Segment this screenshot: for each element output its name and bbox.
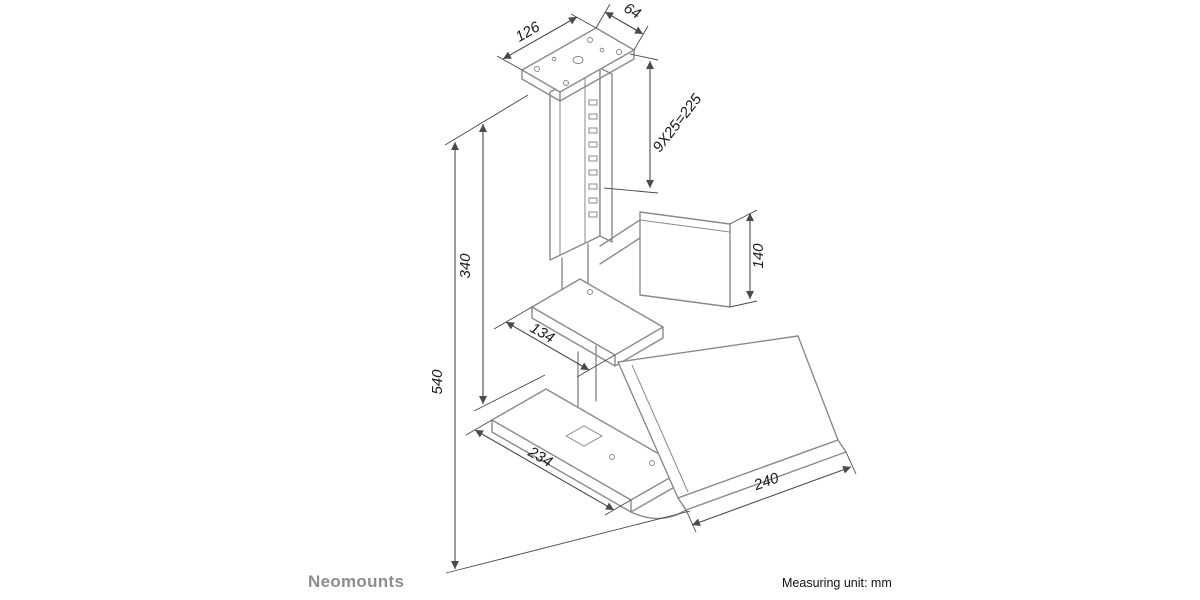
plate-hole — [563, 80, 569, 86]
column — [549, 67, 613, 303]
dim-label-plate-depth: 64 — [621, 0, 644, 23]
clamp-arm-line — [599, 237, 641, 265]
dimension-slot-pattern: 9X25=225 — [603, 53, 706, 194]
dim-label-clamp-panel-height: 140 — [750, 243, 767, 269]
dimension-column-height: 340 — [444, 94, 546, 412]
dimension-plate-depth: 64 — [595, 0, 649, 51]
plate-top-face — [521, 27, 635, 93]
column-side-face — [599, 67, 613, 243]
dim-label-clamp-depth: 134 — [527, 319, 557, 346]
column-front-face — [549, 67, 601, 261]
dimension-total-height: 540 — [429, 142, 691, 574]
dimension-clamp-panel-height: 140 — [729, 209, 767, 308]
plate-thickness — [521, 49, 635, 102]
measuring-unit-note: Measuring unit: mm — [782, 576, 892, 590]
adjustment-slots — [588, 99, 598, 218]
base-screw — [649, 460, 655, 466]
base-holder — [491, 335, 847, 520]
clamp-arm-line — [599, 219, 641, 247]
plate-hole — [599, 47, 605, 53]
clamp-panel-fold — [639, 219, 731, 233]
dim-label-plate-width: 126 — [513, 18, 544, 46]
dim-label-total-height: 540 — [429, 369, 446, 395]
cpu-clamp — [531, 211, 731, 367]
brand-logo-text: Neomounts — [308, 572, 405, 591]
plate-hole — [616, 49, 622, 55]
plate-center-hole — [572, 56, 584, 64]
base-panel-fold — [631, 364, 689, 493]
clamp-screw — [587, 289, 593, 295]
dim-label-column-height: 340 — [457, 253, 474, 279]
dim-label-slot-pattern: 9X25=225 — [650, 90, 706, 155]
plate-hole — [587, 37, 593, 43]
plate-hole — [534, 66, 540, 72]
